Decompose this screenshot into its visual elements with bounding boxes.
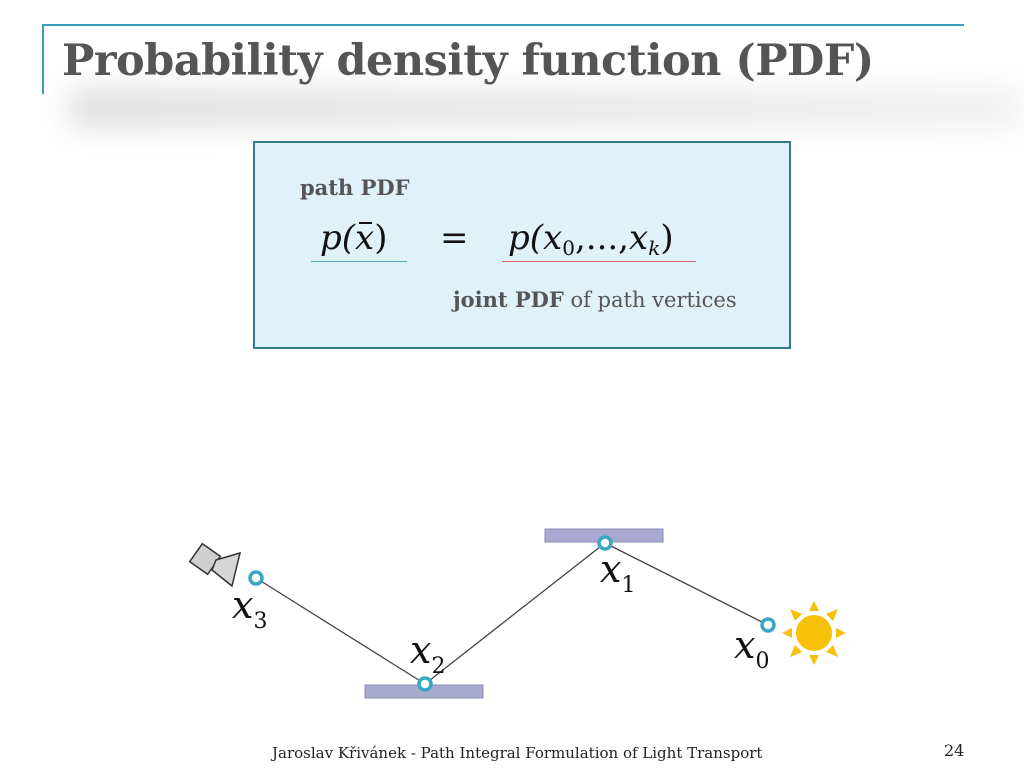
vertex-x0 xyxy=(760,617,776,633)
formula-box xyxy=(253,141,791,349)
segment-x2-x1 xyxy=(424,542,606,685)
x0-name: x xyxy=(734,623,756,667)
slide-footer: Jaroslav Křivánek - Path Integral Formul… xyxy=(272,744,763,762)
vertex-x1 xyxy=(597,535,613,551)
rhs-x0-sub: 0 xyxy=(562,236,575,260)
rhs-func: p( xyxy=(508,218,544,258)
x1-sub: 1 xyxy=(621,573,636,598)
rhs-mid: ,..., xyxy=(574,218,629,258)
vertex-label-x2: x2 xyxy=(410,631,445,678)
joint-pdf-bold: joint PDF xyxy=(453,287,564,312)
lhs-close: ) xyxy=(374,218,388,258)
lhs-underline xyxy=(311,261,407,262)
x1-name: x xyxy=(600,547,622,591)
rhs-close: ) xyxy=(660,218,674,258)
rhs-xk: x xyxy=(629,218,649,258)
title-shadow xyxy=(70,88,1020,128)
lhs-func: p( xyxy=(320,218,356,258)
rhs-underline xyxy=(502,261,696,262)
x2-name: x xyxy=(410,628,432,672)
x3-name: x xyxy=(232,583,254,627)
vertex-label-x1: x1 xyxy=(600,550,635,597)
joint-pdf-rest: of path vertices xyxy=(563,288,737,312)
x0-sub: 0 xyxy=(755,649,770,674)
slide-title: Probability density function (PDF) xyxy=(62,36,874,86)
lhs-path-var: x xyxy=(355,218,375,258)
x2-sub: 2 xyxy=(431,654,446,679)
formula-equals: = xyxy=(440,218,469,258)
vertex-x3 xyxy=(248,570,264,586)
camera-icon xyxy=(188,542,242,588)
vertex-label-x3: x3 xyxy=(232,586,267,633)
rhs-xk-sub: k xyxy=(648,236,661,260)
formula-rhs: p(x0,...,xk) xyxy=(508,218,674,260)
path-pdf-label: path PDF xyxy=(300,175,410,200)
page-number: 24 xyxy=(944,741,965,760)
rhs-x0: x xyxy=(543,218,563,258)
sun-icon xyxy=(782,601,846,665)
vertex-x2 xyxy=(417,676,433,692)
title-rule xyxy=(42,24,964,26)
x3-sub: 3 xyxy=(253,609,268,634)
joint-pdf-label: joint PDF of path vertices xyxy=(453,287,737,312)
formula-lhs: p(x) xyxy=(320,218,387,258)
segment-x1-x0 xyxy=(604,542,769,626)
segment-x3-x2 xyxy=(255,577,426,685)
vertex-label-x0: x0 xyxy=(734,626,769,673)
title-accent-bar xyxy=(42,24,44,94)
